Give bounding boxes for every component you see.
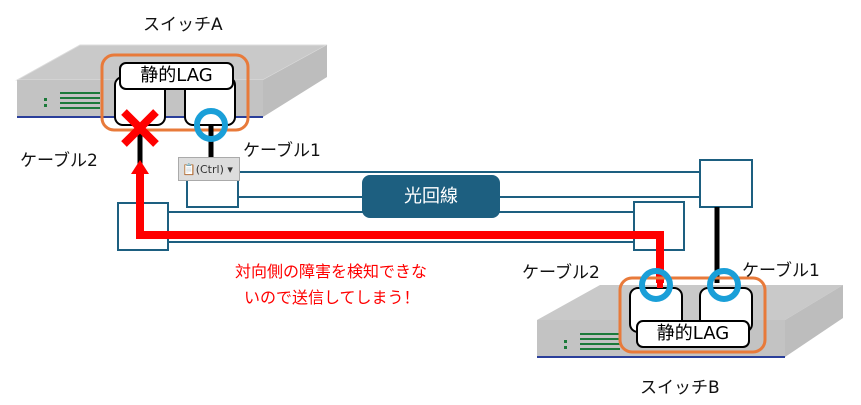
switch-b-cable2-label: ケーブル2 (522, 263, 600, 283)
warning-text: 対向側の障害を検知できないので送信してしまう！ (235, 262, 428, 307)
ok-ring-icon (194, 108, 228, 142)
switch-b-cable1-label: ケーブル1 (742, 261, 820, 281)
clipboard-icon: 📋 (182, 163, 196, 176)
switch-a-title: スイッチA (143, 15, 223, 35)
switch-b-lag-label: 静的LAG (636, 320, 750, 348)
fiber-label: 光回線 (362, 175, 500, 218)
switch-a-cable2-label: ケーブル2 (20, 151, 98, 171)
paste-options-button[interactable]: 📋(Ctrl) ▾ (178, 157, 240, 181)
ok-ring-icon (639, 268, 673, 302)
switch-b-title: スイッチB (640, 378, 720, 398)
error-x-icon (121, 109, 159, 147)
switch-a-lag-group (100, 53, 250, 132)
error-path (136, 172, 664, 283)
switch-a-lag-label: 静的LAG (119, 62, 234, 90)
ok-ring-icon (707, 268, 741, 302)
fiber-links (117, 159, 753, 251)
switch-b-lag-group (618, 276, 767, 354)
switch-a-cable1-label: ケーブル1 (243, 141, 321, 161)
arrow-head-icon (131, 160, 149, 174)
